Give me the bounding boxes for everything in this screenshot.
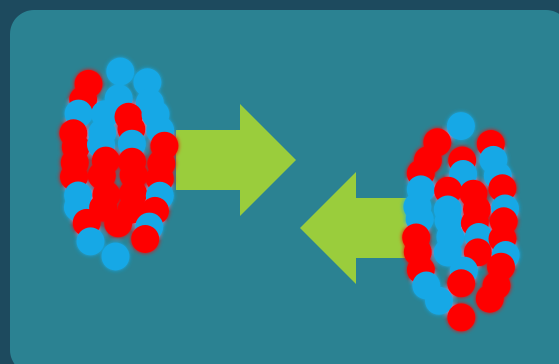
neutron [446, 112, 475, 141]
neutron [106, 57, 135, 86]
neutron [76, 227, 105, 256]
neutron [433, 238, 462, 267]
arrow-right [176, 104, 296, 216]
proton [131, 225, 160, 253]
neutron [133, 68, 162, 97]
neutron [425, 286, 453, 315]
proton [475, 284, 504, 313]
arrow-left [300, 172, 412, 284]
proton [104, 209, 133, 238]
proton [447, 303, 476, 332]
neutron [101, 242, 130, 271]
nucleus-left [59, 57, 179, 271]
nucleus-right [402, 112, 520, 332]
proton [447, 269, 476, 298]
